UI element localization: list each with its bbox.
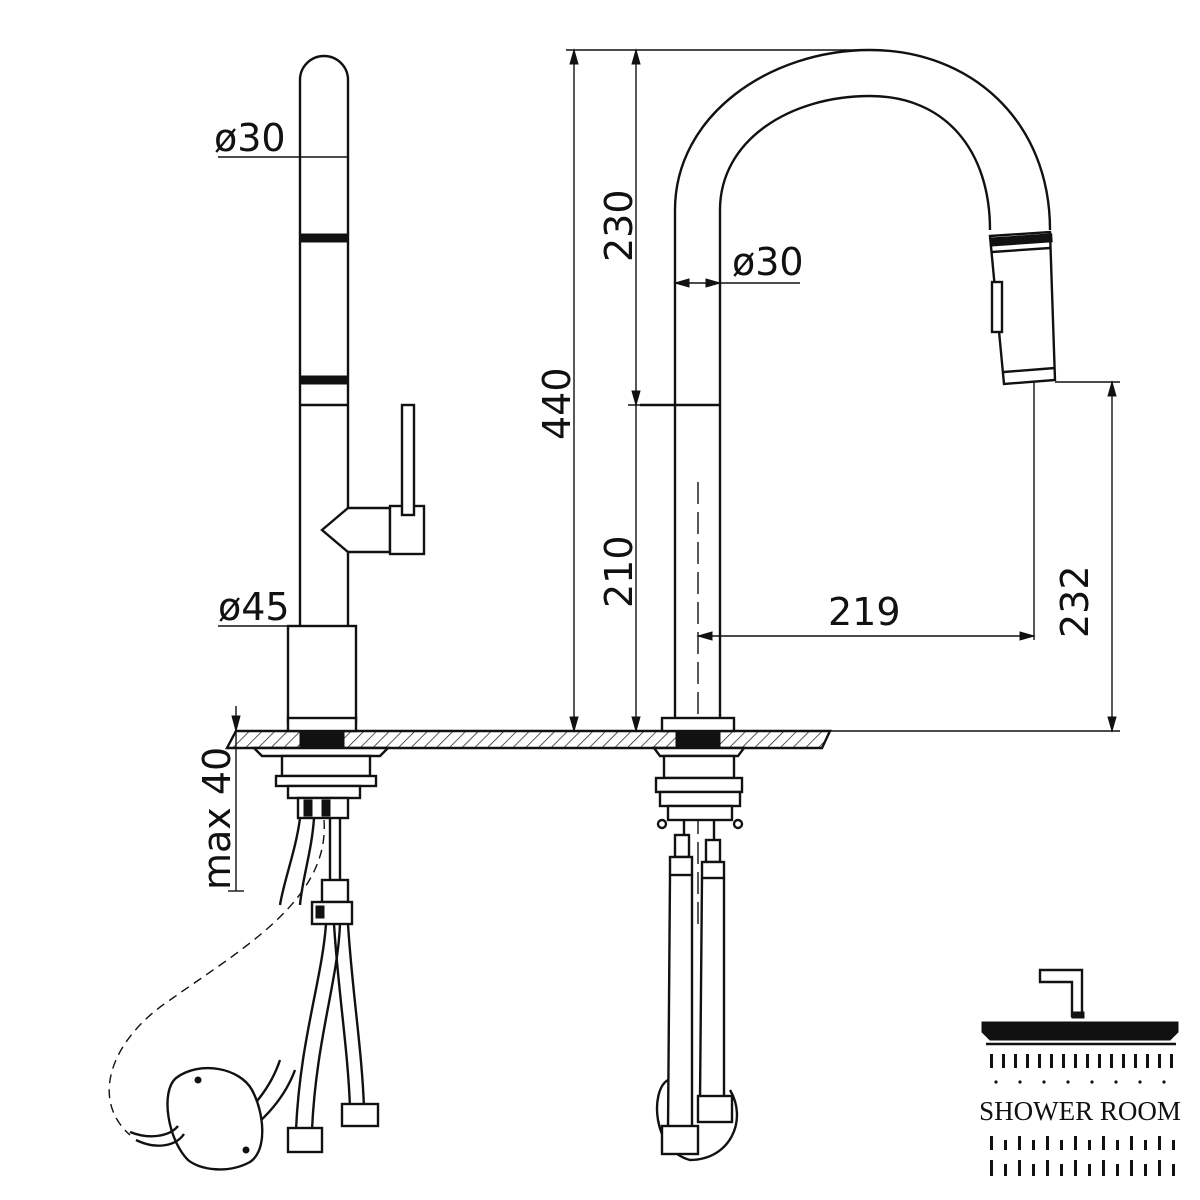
total-height-label: 440 [535, 367, 579, 440]
logo-text: SHOWER ROOM [979, 1096, 1181, 1126]
front-spout-diameter-label: ø30 [732, 240, 804, 284]
shower-head-icon [981, 968, 1179, 1176]
reach-label: 219 [828, 590, 901, 634]
outlet-height-label: 232 [1053, 565, 1097, 638]
side-view-faucet [108, 54, 426, 1171]
max-mounting-thickness-label: max 40 [195, 747, 239, 890]
shower-room-logo: SHOWER ROOM [979, 968, 1181, 1176]
spout-arc-height-label: 230 [597, 189, 641, 262]
side-view-dimensions: ø30 ø45 max 40 [195, 116, 356, 892]
body-height-label: 210 [597, 535, 641, 608]
side-base-diameter-label: ø45 [218, 585, 290, 629]
side-spout-diameter-label: ø30 [214, 116, 286, 160]
front-view-dimensions: 440 230 210 ø30 219 232 [535, 48, 1120, 733]
